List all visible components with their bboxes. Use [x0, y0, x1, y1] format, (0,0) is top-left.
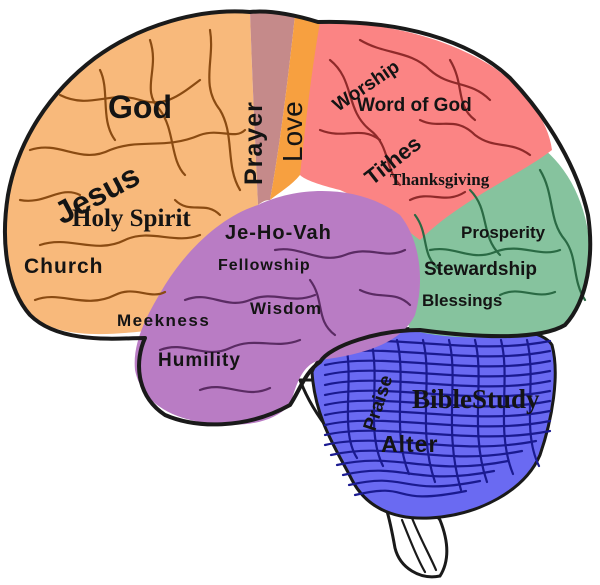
gyrus-fold	[413, 213, 442, 272]
gyrus-fold	[158, 338, 302, 353]
gyrus-fold	[173, 198, 222, 217]
gyrus-fold	[498, 290, 557, 297]
gyrus-fold	[428, 247, 562, 257]
label-meekness: Meekness	[117, 311, 210, 330]
cerebellum-striation	[447, 338, 463, 492]
gyrus-fold	[308, 278, 337, 337]
cerebellum-striation	[341, 469, 496, 478]
gyrus-fold	[538, 168, 587, 302]
gyrus-fold	[318, 128, 382, 142]
label-thanksgiving: Thanksgiving	[390, 170, 490, 189]
gyrus-fold	[358, 288, 412, 307]
label-prosperity: Prosperity	[461, 223, 546, 242]
cerebellum-striation	[525, 338, 541, 468]
cerebellum-region	[310, 325, 557, 520]
label-word-of-god: Word of God	[357, 95, 472, 116]
label-humility: Humility	[158, 350, 241, 371]
label-church: Church	[24, 255, 104, 278]
label-holy-spirit: Holy Spirit	[72, 205, 191, 232]
cerebellum-striation	[353, 489, 468, 498]
label-blessings: Blessings	[422, 291, 502, 310]
gyrus-fold	[98, 68, 117, 142]
label-fellowship: Fellowship	[218, 257, 311, 274]
label-wisdom: Wisdom	[250, 299, 322, 318]
temporal-lobe	[134, 191, 420, 425]
gyrus-fold	[18, 191, 82, 202]
gyrus-fold	[28, 128, 247, 156]
gyrus-fold	[468, 188, 502, 257]
gyrus-fold	[148, 38, 187, 177]
label-stewardship: Stewardship	[424, 259, 537, 280]
label-prayer: Prayer	[240, 101, 268, 185]
gyrus-fold	[198, 386, 272, 393]
cerebrum	[2, 9, 593, 427]
love-gyrus	[270, 15, 320, 200]
brain-outline	[2, 9, 593, 427]
prayer-gyrus	[250, 10, 295, 206]
gyrus-fold	[328, 58, 402, 187]
gyrus-fold	[208, 28, 242, 192]
label-god: God	[108, 89, 172, 125]
cerebellum-striation	[473, 338, 489, 484]
gyrus-fold	[183, 293, 317, 304]
label-alter: Alter	[381, 431, 438, 457]
cerebellum-striation	[395, 338, 411, 476]
gyrus-fold	[38, 233, 202, 247]
gyrus-fold	[58, 78, 202, 104]
gyrus-fold	[418, 118, 532, 157]
brain-labels: God Jesus Holy Spirit Church Prayer Love…	[24, 56, 546, 457]
cerebellum-striation	[369, 338, 385, 468]
gyrus-fold	[33, 290, 167, 302]
label-biblestudy: BibleStudy	[412, 384, 540, 414]
gyrus-fold	[448, 58, 477, 122]
gyrus-fold	[358, 38, 492, 102]
gyrus-fold	[408, 190, 467, 202]
cerebellum-striation	[323, 439, 538, 448]
cerebellum-striation	[347, 479, 482, 488]
parietal-lobe	[300, 22, 552, 240]
gyrus-fold	[273, 248, 407, 259]
label-love: Love	[277, 101, 308, 162]
cerebellum-striation	[421, 338, 437, 484]
label-jehovah: Je-Ho-Vah	[225, 222, 332, 244]
cerebellum-striation	[499, 338, 515, 476]
